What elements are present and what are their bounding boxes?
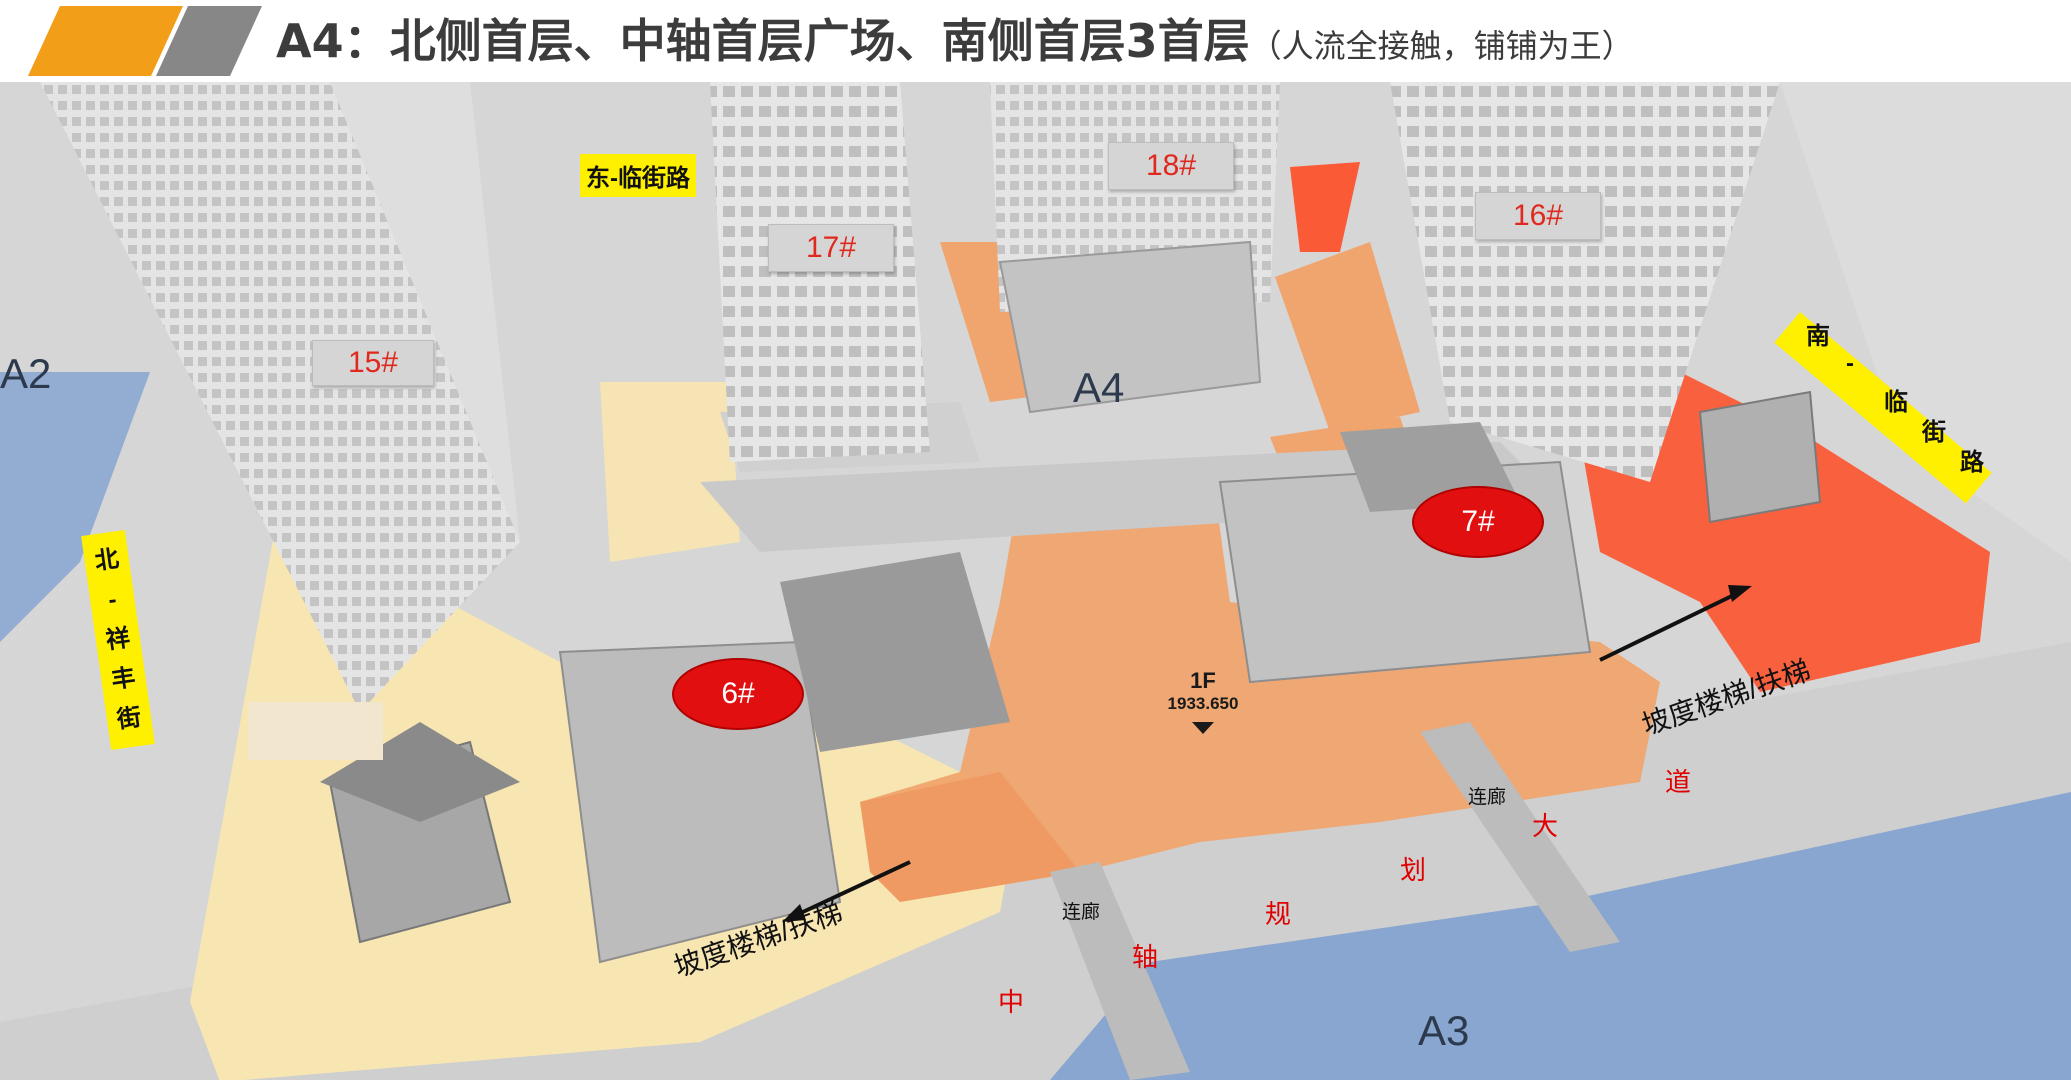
street-tag-north-char: 祥 <box>104 624 132 655</box>
accent-gray-block <box>156 6 262 76</box>
street-tag-north-char: 街 <box>115 703 143 734</box>
south-red-top <box>1290 162 1360 252</box>
axis-avenue-char: 轴 <box>1132 942 1159 972</box>
axis-avenue-char: 大 <box>1532 811 1559 841</box>
building-6-roof <box>780 552 1010 752</box>
south-red-zone <box>1580 372 1990 692</box>
street-tag-south-char: 南 <box>1806 323 1830 350</box>
plaza-east-strip <box>1275 242 1420 432</box>
tower-15-side <box>330 82 520 542</box>
street-tag-north-char: - <box>106 585 119 614</box>
building-tag-17: 17# <box>768 224 894 272</box>
elevation-marker-icon <box>1192 722 1214 734</box>
stair-arrow-right <box>1599 590 1741 662</box>
tower-17 <box>710 82 930 462</box>
street-tag-north-char: 丰 <box>109 664 138 695</box>
building-tag-18: 18# <box>1108 142 1234 190</box>
corridor-left <box>1050 862 1190 1080</box>
pavilion-right <box>1698 390 1822 524</box>
masked-box <box>248 702 383 760</box>
zone-label-a3: A3 <box>1418 1007 1470 1054</box>
street-tag-south-char: 路 <box>1960 449 1984 476</box>
accent-orange-block <box>28 6 183 76</box>
north-yellow-courtyard <box>600 382 740 562</box>
tower-15 <box>40 82 520 712</box>
upper-road-right <box>1780 82 2071 562</box>
page-title-main: A4：北侧首层、中轴首层广场、南侧首层3首层 <box>276 14 1250 68</box>
street-tag-east: 东-临街路 <box>580 154 696 197</box>
plaza-left-arm <box>860 772 1080 902</box>
floor-level-label: 1F <box>1190 668 1216 693</box>
pavilion-left-roof <box>320 722 520 822</box>
tower-16 <box>1390 82 1780 482</box>
building-tag-16: 16# <box>1475 192 1601 240</box>
building-marker-7: 7# <box>1412 486 1544 558</box>
stair-arrow-left-head <box>782 904 806 922</box>
floor-elevation-label: 1933.650 <box>1167 694 1239 713</box>
stair-arrow-left <box>789 860 911 920</box>
street-tag-north-char: 北 <box>93 545 121 576</box>
zone-label-a4: A4 <box>1073 364 1125 411</box>
corridor-label-left: 连廊 <box>1062 902 1101 923</box>
page-title: A4：北侧首层、中轴首层广场、南侧首层3首层（人流全接触，铺铺为王） <box>276 10 1634 72</box>
street-tag-south: 南 - 临 街 路 <box>1774 312 1992 504</box>
page-subtitle: （人流全接触，铺铺为王） <box>1249 27 1634 65</box>
elevated-deck <box>700 442 1560 552</box>
axis-avenue-char: 规 <box>1265 899 1292 929</box>
street-tag-south-char: 临 <box>1884 389 1908 416</box>
street-tag-south-char: 街 <box>1922 419 1946 446</box>
building-tag-15: 15# <box>312 340 434 386</box>
zone-label-a2: A2 <box>0 350 52 397</box>
corridor-right <box>1420 722 1620 952</box>
corridor-label-right: 连廊 <box>1468 787 1507 808</box>
a2-zone <box>0 372 150 642</box>
axis-avenue-char: 中 <box>998 987 1025 1017</box>
axis-avenue-char: 划 <box>1400 855 1427 885</box>
axis-avenue-char: 道 <box>1665 767 1692 797</box>
street-tag-south-char: - <box>1846 350 1854 377</box>
site-map-drawing <box>0 82 2071 1080</box>
site-map: A2 A4 A3 15# 17# 18# 16# 6# 7# 东-临街路 北 -… <box>0 82 2071 1080</box>
title-accent <box>28 6 262 76</box>
stair-arrow-right-head <box>1728 585 1752 602</box>
header-bar: A4：北侧首层、中轴首层广场、南侧首层3首层（人流全接触，铺铺为王） <box>0 0 2071 82</box>
building-marker-6: 6# <box>672 658 804 730</box>
glass-canopy <box>998 240 1262 414</box>
